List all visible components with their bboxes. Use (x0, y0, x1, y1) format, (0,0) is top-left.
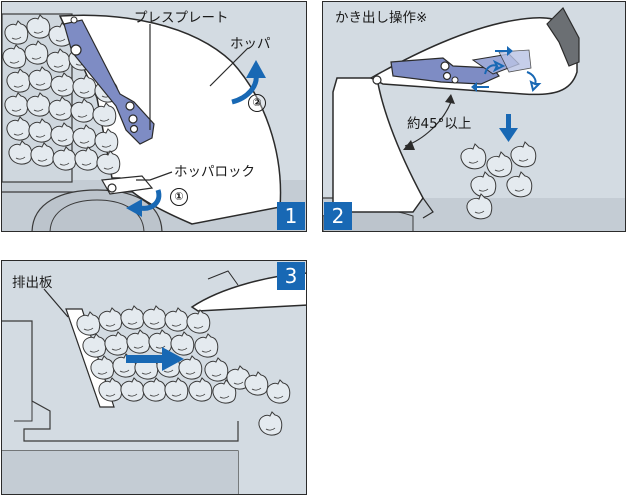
label-ejector-plate: 排出板 (12, 275, 53, 291)
arrow-down (499, 114, 518, 142)
waste-bags (76, 305, 291, 436)
step-1-marker: ① (170, 188, 188, 206)
arrow-step-1 (126, 189, 162, 217)
label-hopper-lock: ホッパロック (174, 164, 255, 180)
panel-number-badge: 1 (277, 202, 305, 230)
panel-2-illustration (323, 7, 625, 231)
step-2-marker: ② (248, 94, 266, 112)
panel-3-discharge: 排出板 3 (1, 260, 307, 495)
label-rake-out-operation: かき出し操作※ (335, 10, 428, 26)
panel-3-illustration (2, 270, 306, 494)
arrow-right (126, 347, 184, 371)
label-hopper: ホッパ (230, 36, 271, 52)
panel-1-illustration (2, 13, 306, 231)
panel-number-badge: 2 (324, 202, 352, 230)
label-angle: 約45°以上 (407, 116, 472, 132)
panel-2-rake-out: かき出し操作※ 約45°以上 2 (322, 1, 626, 232)
panel-1-hopper-unlock: プレスプレート ホッパ ホッパロック ① ② 1 (1, 1, 307, 232)
panel-number-badge: 3 (277, 262, 305, 290)
arrow-step-2 (231, 60, 266, 105)
label-press-plate: プレスプレート (134, 10, 229, 26)
press-plate-arm (63, 16, 155, 145)
